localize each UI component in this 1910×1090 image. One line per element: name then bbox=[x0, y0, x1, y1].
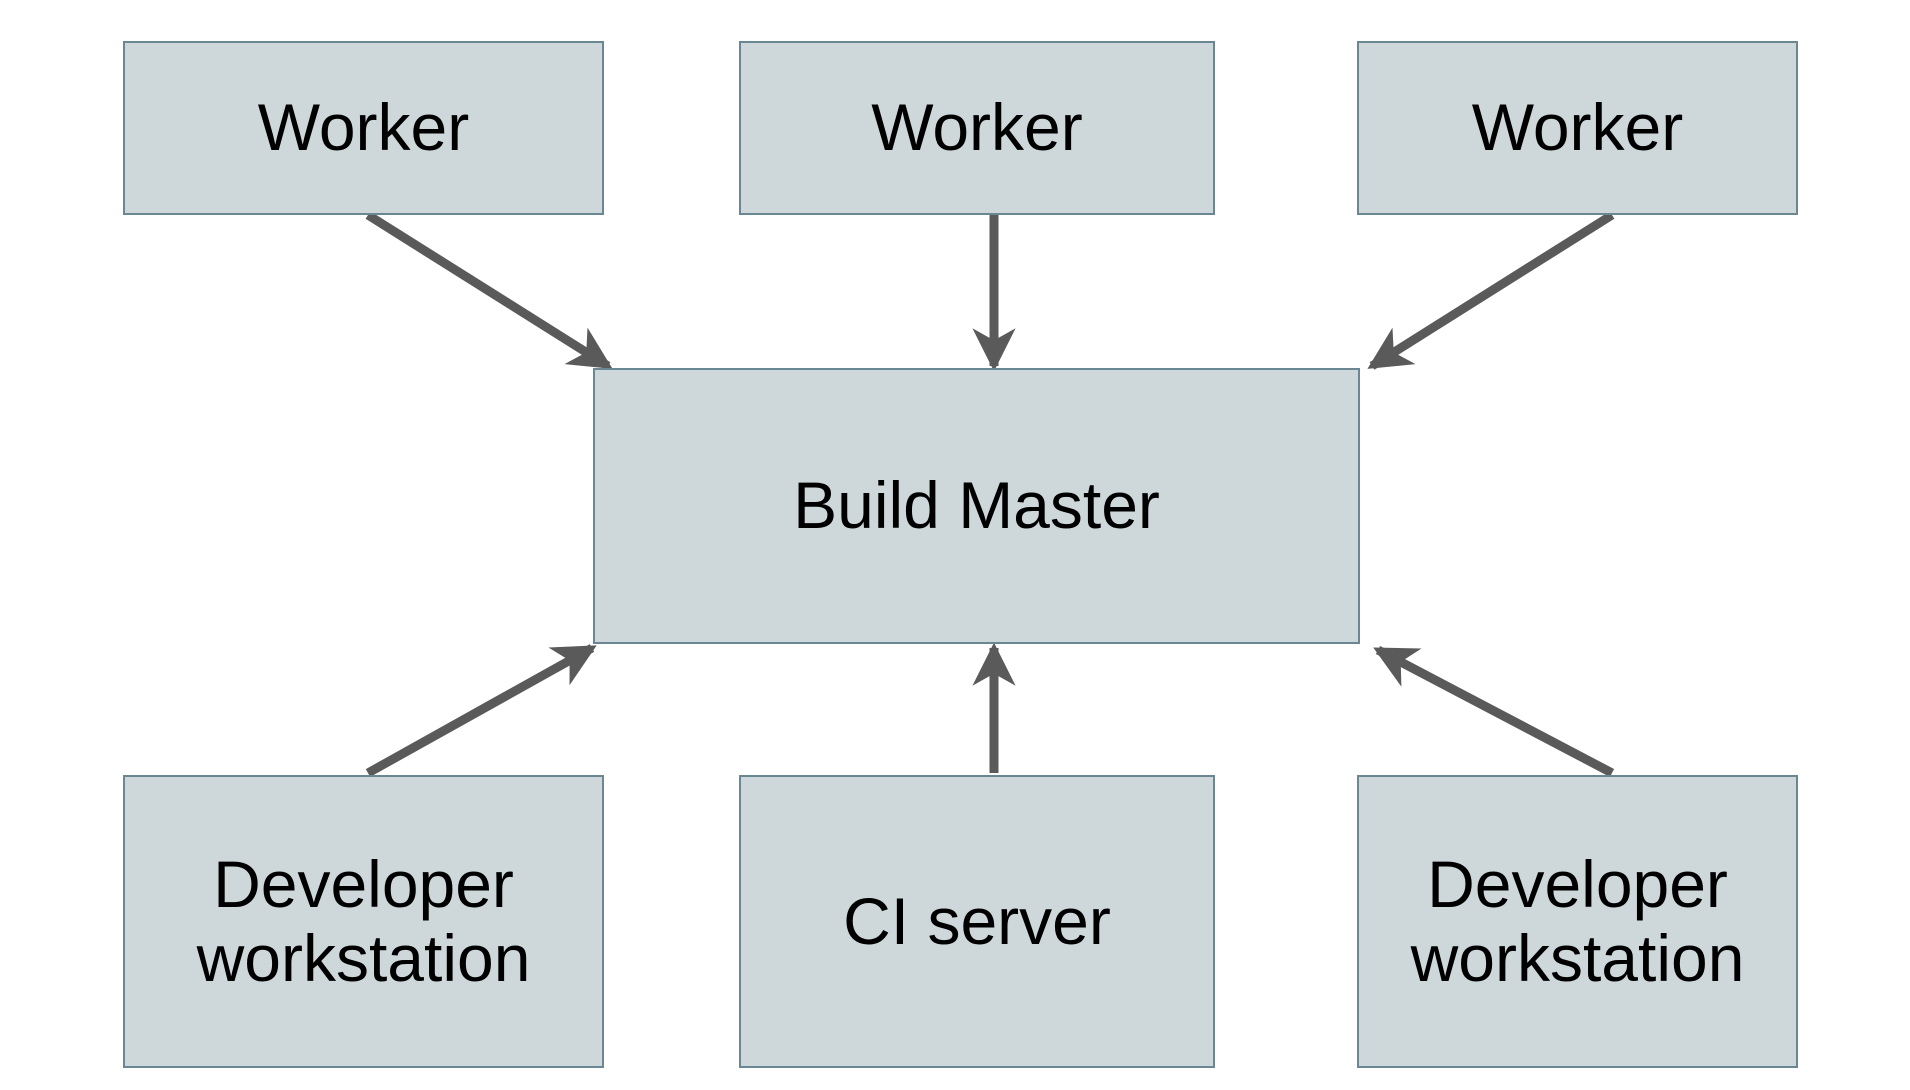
node-ci-server-label: CI server bbox=[843, 883, 1111, 958]
node-developer-workstation-left-label: Developer workstation bbox=[196, 846, 531, 995]
edge-developer-left-to-build-master bbox=[365, 644, 597, 777]
node-worker-right-label: Worker bbox=[1471, 90, 1684, 165]
node-build-master[interactable]: Build Master bbox=[593, 368, 1360, 644]
node-build-master-label: Build Master bbox=[793, 468, 1160, 543]
edge-worker-right-to-build-master bbox=[1367, 211, 1615, 370]
node-worker-center[interactable]: Worker bbox=[739, 41, 1215, 215]
node-worker-center-label: Worker bbox=[871, 90, 1083, 165]
node-ci-server[interactable]: CI server bbox=[739, 775, 1215, 1068]
node-developer-workstation-left[interactable]: Developer workstation bbox=[123, 775, 604, 1068]
node-developer-workstation-right-label: Developer workstation bbox=[1410, 846, 1745, 995]
node-worker-right[interactable]: Worker bbox=[1357, 41, 1798, 215]
node-worker-left[interactable]: Worker bbox=[123, 41, 604, 215]
edge-worker-left-to-build-master bbox=[365, 211, 613, 370]
edge-developer-right-to-build-master bbox=[1373, 646, 1615, 777]
node-developer-workstation-right[interactable]: Developer workstation bbox=[1357, 775, 1798, 1068]
node-worker-left-label: Worker bbox=[257, 90, 470, 165]
